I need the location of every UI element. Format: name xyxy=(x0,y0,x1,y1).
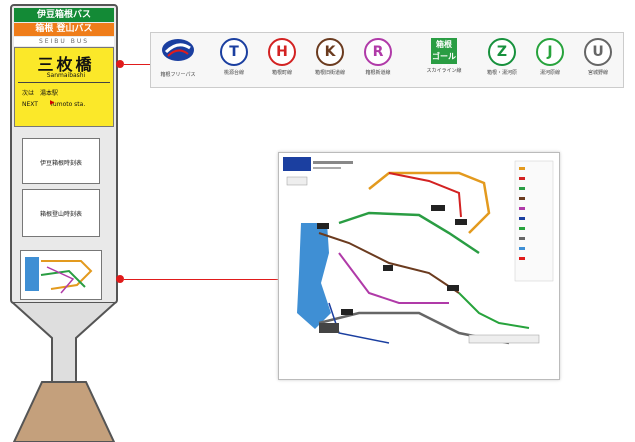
operator-roman-strip: SEIBU BUS xyxy=(14,37,114,46)
route-u-name: 宮城野線 xyxy=(587,70,608,76)
map-logo-icon xyxy=(283,157,311,171)
route-map-graphic xyxy=(283,157,554,345)
callout-line-map xyxy=(124,279,278,280)
route-map-thumbnail xyxy=(20,250,102,300)
next-stop-en: NEXT Yumoto sta. xyxy=(22,101,86,108)
stop-divider xyxy=(18,82,110,83)
route-k: K 箱根旧街道線 xyxy=(309,36,351,86)
route-h-badge: H xyxy=(268,38,296,66)
route-gold-badge: 箱根 ゴールド xyxy=(431,38,457,73)
route-t-badge: T xyxy=(220,38,248,66)
stop-name-roman: Sanmaibashi xyxy=(46,72,86,79)
route-h: H 箱根町線 xyxy=(261,36,303,86)
route-r: R 箱根新道線 xyxy=(357,36,399,86)
route-k-badge: K xyxy=(316,38,344,66)
route-legend-strip: 箱根フリーパス T 桃源台線 H 箱根町線 K 箱根旧街道線 R 箱根新道線 箱… xyxy=(150,32,624,88)
route-z-badge: Z xyxy=(488,38,516,66)
map-legend-box xyxy=(514,160,554,282)
callout-dot-top xyxy=(116,60,124,68)
timetable-panel-tozan: 箱根登山時刻表 xyxy=(22,189,100,237)
route-j: J 湯河原線 xyxy=(529,36,571,86)
next-stop-jp: 次は 湯本駅 xyxy=(22,90,59,97)
route-j-badge: J xyxy=(536,38,564,66)
route-gold-name: スカイライン線 xyxy=(426,68,462,74)
stop-name: 三枚橋 xyxy=(37,55,95,74)
route-u-badge: U xyxy=(584,38,612,66)
route-freepass: 箱根フリーパス xyxy=(157,36,199,86)
route-gold: 箱根 ゴールド スカイライン線 xyxy=(423,36,465,86)
pole-base xyxy=(12,381,116,442)
timetable-label-tozan: 箱根登山時刻表 xyxy=(39,211,82,218)
callout-line-top xyxy=(124,64,152,65)
callout-dot-map xyxy=(116,275,124,283)
route-h-name: 箱根町線 xyxy=(271,70,292,76)
freepass-logo-icon xyxy=(162,39,194,61)
route-u: U 宮城野線 xyxy=(577,36,619,86)
route-t-name: 桃源台線 xyxy=(223,70,244,76)
route-freepass-name: 箱根フリーパス xyxy=(160,72,196,78)
route-map xyxy=(278,152,560,380)
stop-name-plate xyxy=(14,47,114,127)
route-map-thumbnail-icon xyxy=(25,257,93,294)
operator-banner-green: 伊豆箱根バス xyxy=(14,8,114,22)
route-r-name: 箱根新道線 xyxy=(365,70,391,76)
route-z: Z 箱根・湯河原 xyxy=(481,36,523,86)
next-arrow-icon: ▶ xyxy=(50,99,55,106)
route-j-name: 湯河原線 xyxy=(539,70,560,76)
timetable-panel-izu: 伊豆箱根時刻表 xyxy=(22,138,100,184)
timetable-label-izu: 伊豆箱根時刻表 xyxy=(39,160,82,167)
operator-banner-orange: 箱根 登山バス xyxy=(14,23,114,36)
route-k-name: 箱根旧街道線 xyxy=(314,70,345,76)
lake-shape xyxy=(297,223,331,329)
route-r-badge: R xyxy=(364,38,392,66)
route-z-name: 箱根・湯河原 xyxy=(486,70,517,76)
route-t: T 桃源台線 xyxy=(213,36,255,86)
